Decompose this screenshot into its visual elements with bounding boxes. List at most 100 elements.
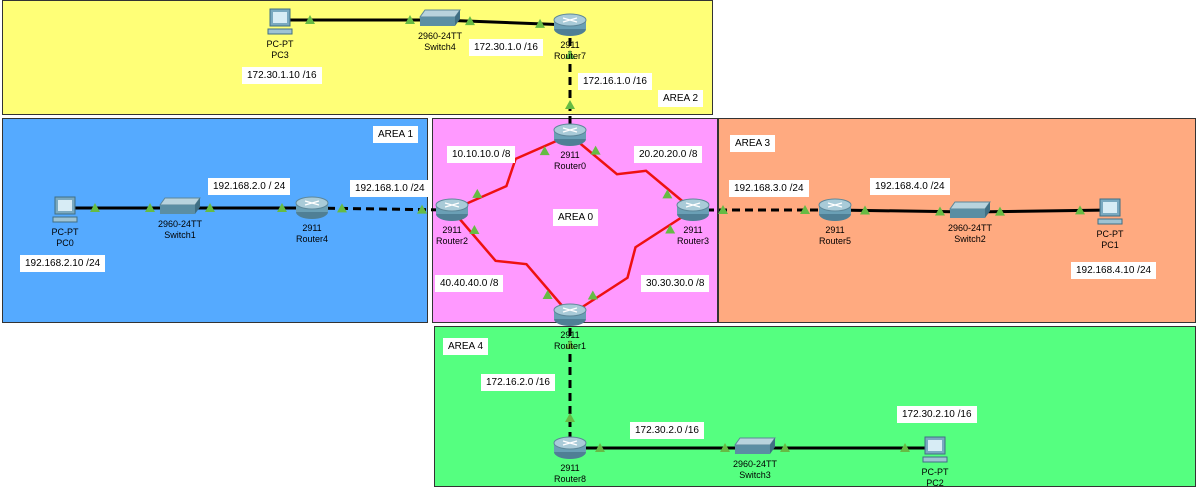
network-label: 172.30.1.0 /16 (469, 39, 543, 56)
network-label: 172.16.2.0 /16 (481, 374, 555, 391)
device-model: 2911 (560, 330, 580, 340)
device-name: Router2 (435, 236, 469, 246)
port-up-indicator (417, 204, 428, 214)
network-label: 192.168.2.10 /24 (20, 255, 106, 272)
port-up-indicator (90, 203, 100, 212)
device-model: 2911 (302, 223, 322, 233)
network-label: 10.10.10.0 /8 (447, 146, 516, 163)
device-model: PC-PT (921, 467, 949, 477)
network-label: 20.20.20.0 /8 (634, 146, 703, 163)
router-icon (553, 123, 587, 150)
device-name: Router4 (295, 234, 329, 244)
link-Router5-Switch2[interactable] (834, 208, 971, 214)
port-up-indicator (145, 203, 155, 212)
device-model: 2960-24TT (732, 459, 778, 469)
switch-icon (733, 436, 777, 459)
port-up-indicator (305, 15, 315, 24)
port-up-indicator (994, 206, 1005, 216)
network-label: 172.30.2.0 /16 (630, 422, 704, 439)
device-name: Router8 (553, 474, 587, 484)
port-up-indicator (205, 203, 215, 212)
device-name: Router3 (676, 236, 710, 246)
device-model: 2911 (560, 40, 580, 50)
port-up-indicator (662, 189, 673, 199)
port-up-indicator (590, 145, 601, 155)
device-name: Router5 (818, 236, 852, 246)
area-area4 (434, 326, 1196, 487)
device-name: PC3 (271, 50, 289, 60)
switch-icon (158, 196, 202, 219)
device-model: 2911 (683, 225, 703, 235)
area-label: AREA 0 (553, 209, 599, 226)
port-up-indicator (718, 205, 728, 214)
link-Router3-Router1[interactable] (569, 208, 694, 317)
port-up-indicator (535, 18, 546, 28)
device-name: Switch2 (954, 234, 986, 244)
network-label: 192.168.1.0 /24 (350, 180, 430, 197)
pc-icon (266, 8, 294, 39)
link-Router0-Router2[interactable] (451, 133, 571, 212)
device-model: 2960-24TT (417, 31, 463, 41)
device-name: PC1 (1101, 240, 1119, 250)
port-up-indicator (900, 443, 910, 452)
link-Switch2-PC1[interactable] (969, 208, 1111, 214)
device-name: Switch1 (164, 230, 196, 240)
device-name: Router7 (553, 51, 587, 61)
device-model: 2911 (442, 225, 462, 235)
port-up-indicator (935, 206, 946, 216)
port-up-indicator (595, 443, 605, 452)
port-up-indicator (336, 203, 347, 213)
link-Switch4-Router7[interactable] (439, 18, 571, 27)
device-model: 2911 (560, 150, 580, 160)
network-label: 172.16.1.0 /16 (578, 73, 652, 90)
device-model: 2960-24TT (947, 223, 993, 233)
link-Router2-Router1[interactable] (451, 209, 571, 316)
link-Router2-Router4[interactable] (311, 206, 453, 212)
area-label: AREA 3 (730, 135, 776, 152)
router-icon (676, 198, 710, 225)
port-up-indicator (587, 290, 598, 300)
network-label: 30.30.30.0 /8 (641, 275, 710, 292)
port-up-indicator (720, 443, 730, 452)
port-up-indicator (565, 413, 575, 422)
device-model: 2960-24TT (157, 219, 203, 229)
port-up-indicator (277, 203, 287, 212)
port-up-indicator (405, 15, 415, 24)
device-name: Router1 (553, 341, 587, 351)
device-name: Switch4 (424, 42, 456, 52)
port-up-indicator (565, 340, 575, 349)
port-up-indicator (469, 224, 480, 234)
device-name: PC2 (926, 478, 944, 488)
pc-icon (51, 196, 79, 227)
area-label: AREA 2 (658, 90, 704, 107)
device-model: 2911 (560, 463, 580, 473)
port-up-indicator (1075, 205, 1086, 215)
pc-icon (921, 436, 949, 467)
port-up-indicator (542, 290, 553, 300)
network-label: 192.168.4.0 /24 (870, 178, 950, 195)
port-up-indicator (565, 50, 575, 59)
port-up-indicator (665, 224, 676, 234)
router-icon (553, 303, 587, 330)
router-icon (435, 198, 469, 225)
network-label: 40.40.40.0 /8 (435, 275, 504, 292)
network-label: 172.30.2.10 /16 (897, 406, 977, 423)
